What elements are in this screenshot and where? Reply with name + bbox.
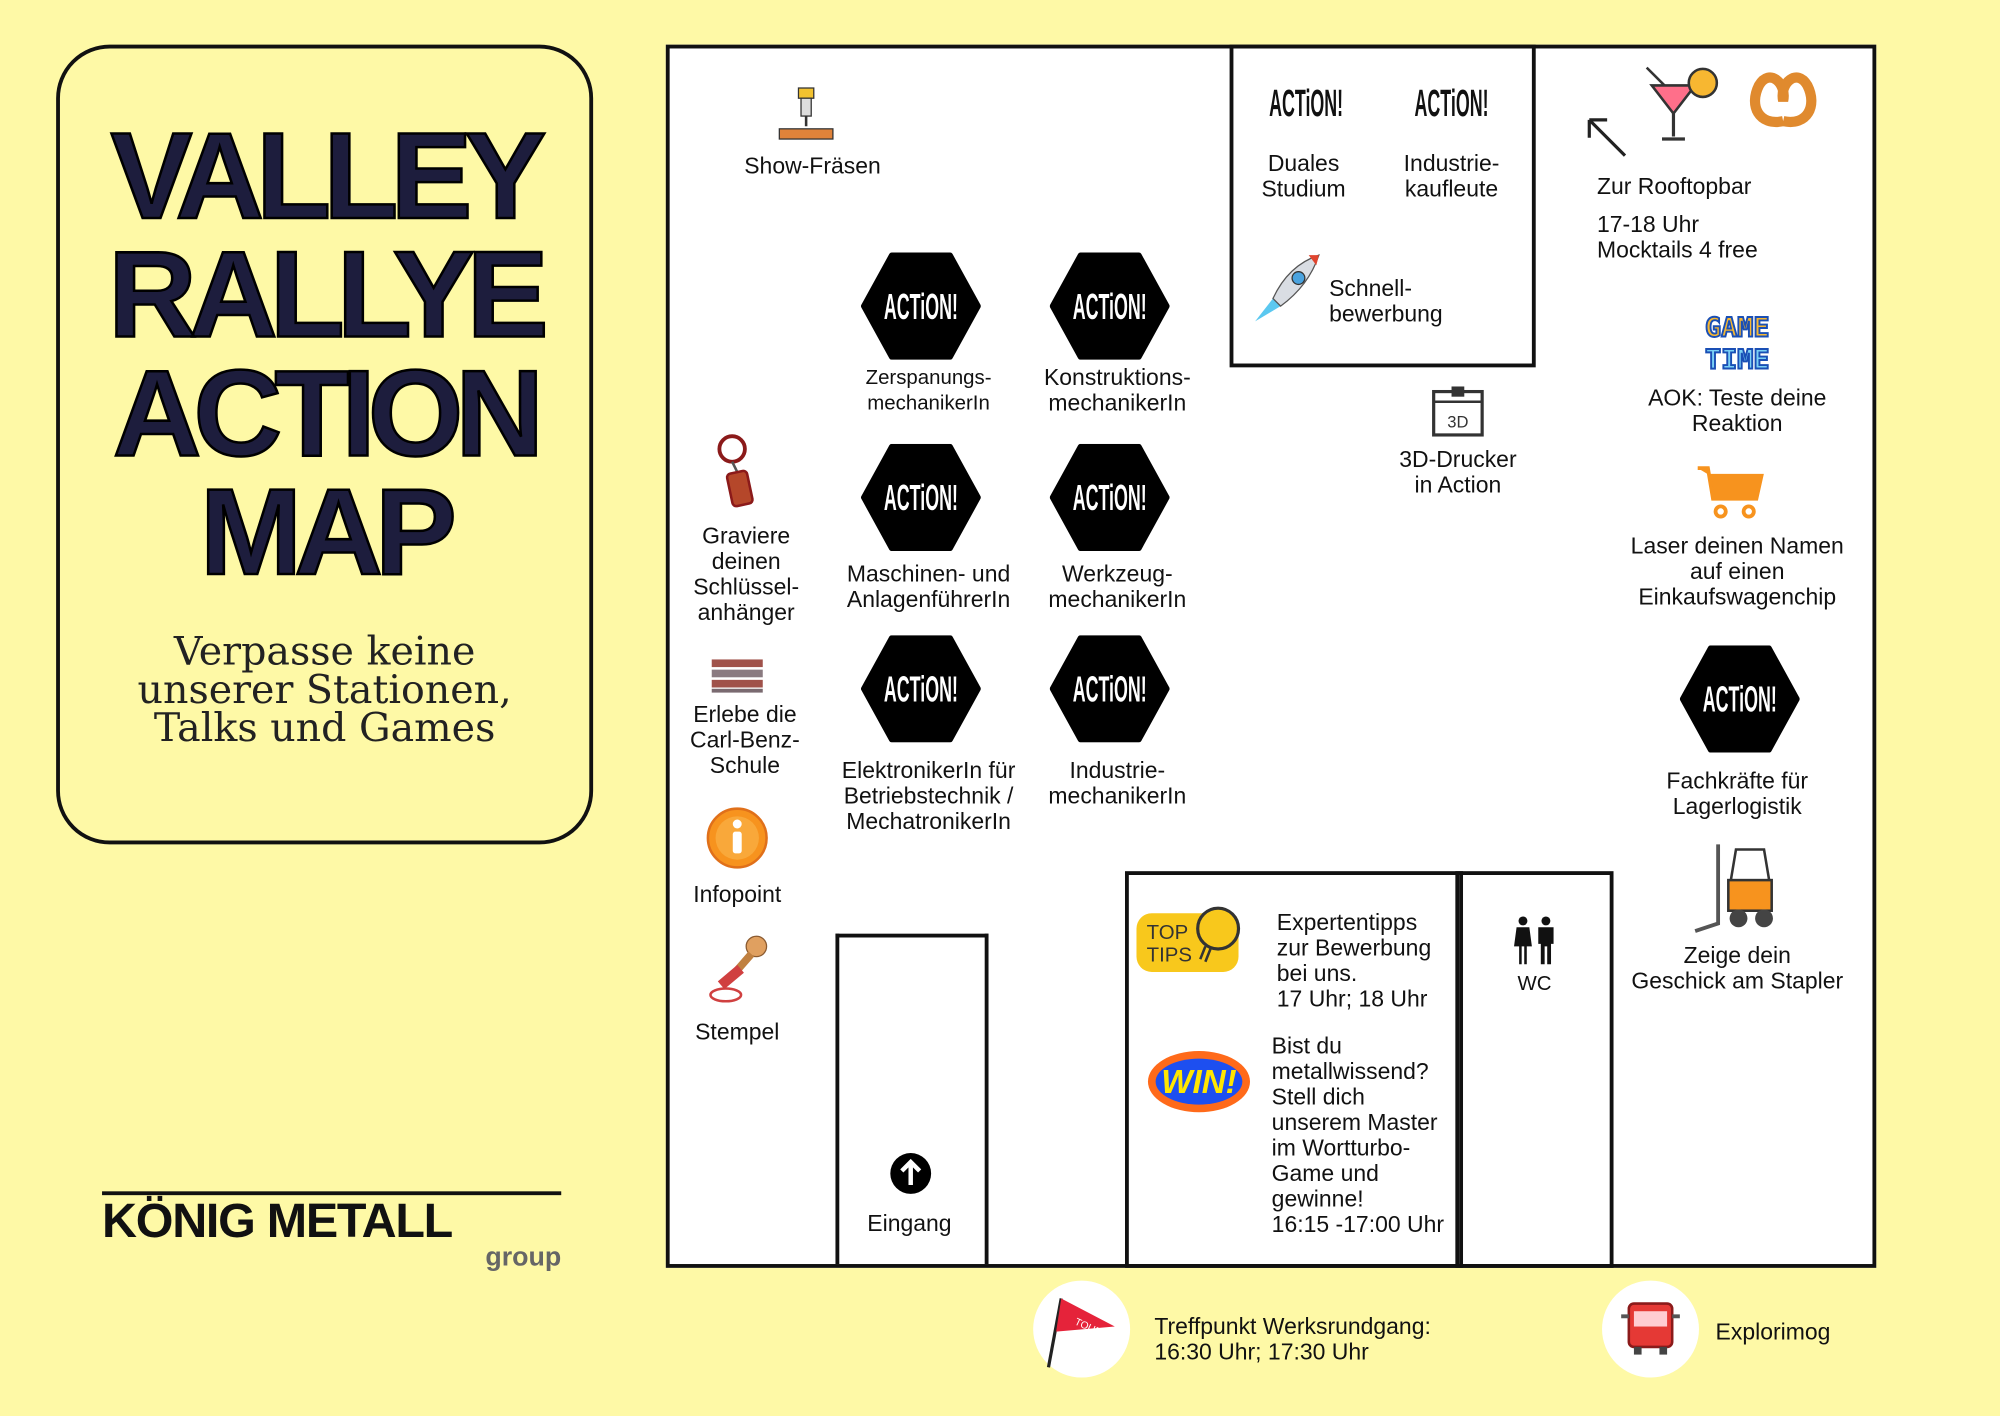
station-maschinen: Maschinen- und AnlagenführerIn [846,561,1011,613]
svg-text:ACTiON!: ACTiON! [1415,82,1489,125]
svg-text:GAME: GAME [1705,313,1769,344]
station-industriemechaniker: Industrie- mechanikerIn [1048,757,1187,809]
station-zerspanung: Zerspanungs- mechanikerIn [865,367,992,414]
game-time-icon: GAME TIME [1704,312,1770,374]
keychain-icon [717,434,754,508]
svg-text:ACTiON!: ACTiON! [1073,478,1147,518]
action-badge-icon: ACTiON! [1415,82,1489,125]
svg-text:ACTiON!: ACTiON! [1073,287,1147,327]
station-rooftop: Zur Rooftopbar [1596,173,1752,199]
action-hexagon-icon: ACTiON! [1049,443,1170,552]
station-laser: Laser deinen Namen auf einen Einkaufswag… [1630,533,1844,610]
svg-text:WIN!: WIN! [1161,1064,1237,1101]
action-hexagon-icon: ACTiON! [1049,252,1170,360]
logo-group: group [485,1242,562,1272]
station-lagerlogistik: Fachkräfte für Lagerlogistik [1666,767,1809,819]
svg-text:ACTiON!: ACTiON! [884,670,958,710]
station-industriekaufleute: Industrie- kaufleute [1403,150,1500,202]
action-hexagon-icon: ACTiON! [860,635,981,743]
info-icon[interactable] [705,806,769,870]
action-hexagon-icon: ACTiON! [1049,635,1170,743]
svg-text:ACTiON!: ACTiON! [1703,680,1777,720]
svg-text:TIPS: TIPS [1147,945,1192,967]
title-card [56,44,594,845]
station-explorimog: Explorimog [1715,1318,1831,1345]
restroom-icon [1514,916,1554,965]
station-konstruktion: Konstruktions- mechanikerIn [1043,364,1191,416]
svg-text:TOP: TOP [1147,922,1189,944]
station-aok: AOK: Teste deine Reaktion [1648,385,1827,437]
station-werksrundgang: Treffpunkt Werksrundgang: 16:30 Uhr; 17:… [1154,1313,1431,1365]
station-show-fraesen: Show-Fräsen [744,153,881,179]
svg-text:ACTiON!: ACTiON! [1269,82,1343,125]
stamp-icon [709,935,768,1003]
station-duales-studium: Duales Studium [1261,150,1346,202]
svg-text:ACTiON!: ACTiON! [884,478,958,518]
entrance-corridor [835,933,989,1265]
top-tips-icon: TOP TIPS [1136,906,1241,972]
arrow-up-left-icon [1587,118,1627,157]
flag-icon: TOUR [1046,1298,1115,1368]
company-logo: KÖNIG METALL group [102,1191,561,1270]
3d-printer-icon: 3D [1432,386,1484,437]
logo-name: KÖNIG METALL [102,1195,453,1249]
station-stapler: Zeige dein Geschick am Stapler [1631,942,1844,994]
station-infopoint: Infopoint [693,881,782,907]
brick-building-icon [711,659,763,693]
page-title: VALLEY RALLYE ACTION MAP [107,108,550,601]
station-carl-benz: Erlebe die Carl-Benz- Schule [690,701,800,779]
station-wc: WC [1517,973,1552,995]
station-stempel: Stempel [695,1019,780,1045]
floor-map [665,44,1877,1268]
rocket-icon [1255,254,1320,322]
station-rooftop-time: 17-18 Uhr Mocktails 4 free [1596,211,1758,263]
station-wortturbo: Bist du metallwissend? Stell dich unsere… [1271,1033,1444,1238]
arrow-up-circle-icon [890,1153,932,1194]
station-3d-drucker: 3D-Drucker in Action [1399,446,1517,498]
room-top [1229,44,1536,368]
action-badge-icon: ACTiON! [1269,82,1343,125]
room-talks [1124,871,1464,1268]
station-eingang: Eingang [867,1210,952,1236]
room-wc [1455,871,1614,1268]
subtitle: Verpasse keine unserer Stationen, Talks … [137,628,512,752]
shopping-cart-icon [1697,466,1764,519]
action-hexagon-icon: ACTiON! [860,252,981,360]
station-gravieren: Graviere deinen Schlüssel- anhänger [693,522,800,625]
svg-text:ACTiON!: ACTiON! [1073,670,1147,710]
svg-text:3D: 3D [1447,412,1468,431]
cocktail-icon [1645,66,1719,141]
bus-icon [1621,1302,1680,1355]
svg-text:TIME: TIME [1705,345,1769,374]
pretzel-icon [1749,72,1817,128]
forklift-icon [1694,844,1773,933]
action-hexagon-icon: ACTiON! [1679,645,1800,753]
station-schnellbewerbung: Schnell- bewerbung [1329,275,1443,327]
svg-text:ACTiON!: ACTiON! [884,287,958,327]
station-expertentipps: Expertentipps zur Bewerbung bei uns. 17 … [1276,909,1432,1012]
station-elektroniker: ElektronikerIn für Betriebstechnik / Mec… [841,757,1016,835]
action-hexagon-icon: ACTiON! [860,443,981,552]
win-icon: WIN! [1147,1051,1250,1113]
station-werkzeug: Werkzeug- mechanikerIn [1048,561,1187,613]
milling-machine-icon [778,87,834,140]
